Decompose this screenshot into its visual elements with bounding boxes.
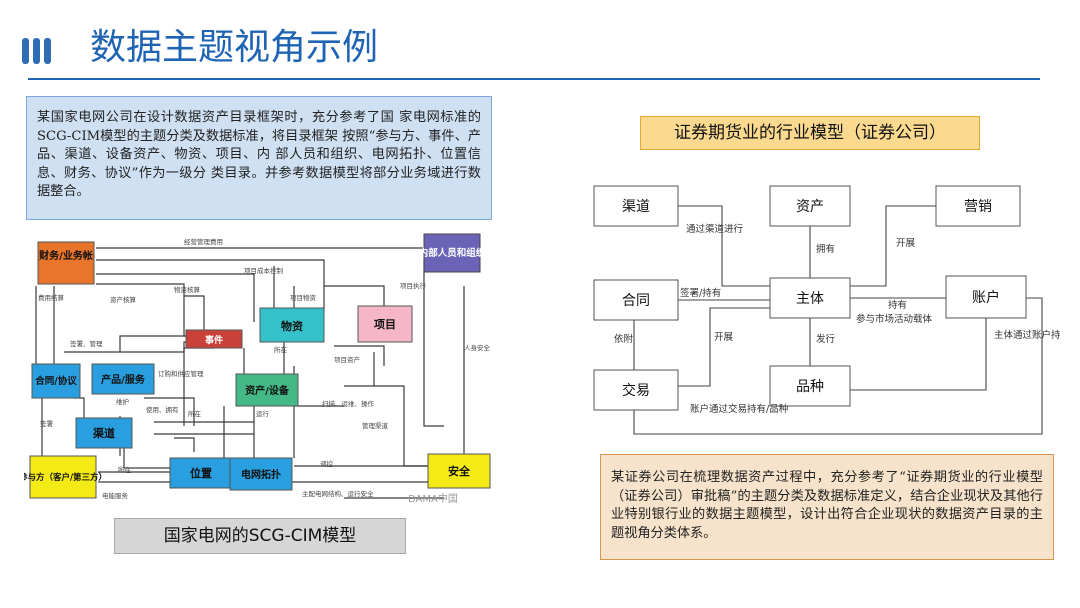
edge-label: 管理渠道 [362, 421, 389, 430]
node-asset: 资产 [796, 199, 824, 215]
edge-label: 通过渠道进行 [686, 223, 744, 235]
edge-label: 维护 [116, 397, 129, 406]
node-finance: 财务/业务帐 [38, 249, 93, 262]
edge-label: 发行 [816, 333, 836, 345]
edge-label: 电能服务 [102, 491, 129, 500]
edge-label: 项目物资 [290, 293, 317, 302]
edge-label: 签署、管理 [70, 339, 103, 348]
intro-text-box: 某国家电网公司在设计数据资产目录框架时，充分参考了国 家电网标准的SCG-CIM… [26, 96, 492, 220]
left-caption: 国家电网的SCG-CIM模型 [114, 518, 406, 554]
edge-label: 经营管理费用 [184, 237, 223, 246]
page-title: 数据主题视角示例 [90, 27, 379, 68]
node-event: 事件 [205, 334, 223, 346]
right-caption: 证券期货业的行业模型（证券公司） [640, 116, 980, 150]
summary-text-box: 某证券公司在梳理数据资产过程中，充分参考了“证券期货业的行业模型（证券公司）审批… [600, 454, 1054, 560]
edge-label: 扫描、运维、操作 [322, 399, 375, 408]
node-account: 账户 [972, 289, 1000, 306]
node-product: 产品/服务 [101, 373, 146, 386]
node-trade: 交易 [622, 382, 650, 399]
edge-label: 持有 [888, 299, 907, 311]
edge-label: 依附 [614, 333, 634, 345]
node-marketing: 营销 [964, 199, 992, 215]
edge-label: 资产核算 [110, 295, 137, 304]
node-variety: 品种 [796, 379, 824, 395]
node-project: 项目 [374, 318, 396, 331]
edge-label: 开展 [896, 238, 916, 249]
edge-label: 主配电网结构、运行安全 [302, 489, 374, 498]
edge-label: 所在 [188, 409, 202, 418]
watermark: DAMA中国 [408, 492, 458, 505]
edge-label: 项目执行 [400, 281, 427, 290]
edge-label: 物资核算 [174, 285, 201, 294]
node-subject: 主体 [796, 291, 824, 307]
edge-label: 拥有 [816, 243, 835, 255]
edge-label: 人身安全 [464, 343, 491, 352]
node-safety: 安全 [448, 464, 471, 478]
node-contract: 合同 [622, 293, 650, 309]
edge-label: 项目成本控制 [244, 266, 284, 275]
node-channel: 渠道 [93, 426, 115, 440]
edge-label: 订购和供应管理 [158, 369, 204, 378]
edge-label: 签署/持有 [680, 287, 721, 299]
node-topology: 电网拓扑 [241, 468, 281, 481]
scg-cim-diagram: 经营管理费用 项目成本控制 物资核算 资产核算 项目物资 项目执行 费用结算 签… [24, 226, 504, 516]
edge-label: 所在 [274, 345, 288, 354]
securities-model-diagram: 渠道 资产 营销 合同 主体 账户 交易 品种 通过渠道进行 拥有 开展 签署/… [593, 185, 1060, 435]
edge-label: 开展 [714, 332, 734, 343]
edge-label: 主体通过账户持有/品种 [994, 329, 1060, 341]
node-contract: 合同/协议 [35, 375, 77, 387]
edge-label: 签署 [40, 419, 54, 428]
node-location: 位置 [190, 466, 212, 480]
edge-label: 项目资产 [334, 355, 361, 364]
edge-label: 费用结算 [38, 293, 65, 302]
edge-label: 参与市场活动载体 [856, 313, 933, 325]
edge-label: 运行 [256, 409, 270, 418]
node-channel: 渠道 [622, 199, 650, 215]
node-material: 物资 [281, 319, 303, 333]
title-bars-icon [22, 38, 62, 64]
edge-label: 调控 [320, 459, 334, 468]
edge-label: 账户通过交易持有/品种 [690, 403, 788, 415]
node-internal: 内部人员和组织 [419, 247, 486, 259]
node-asset: 资产/设备 [245, 384, 290, 397]
node-party: 参与方（客户/第三方） [24, 472, 107, 483]
edge-label: 使用、拥有 [146, 405, 179, 414]
title-divider [28, 78, 1040, 80]
edge-label: 所在 [118, 465, 132, 474]
